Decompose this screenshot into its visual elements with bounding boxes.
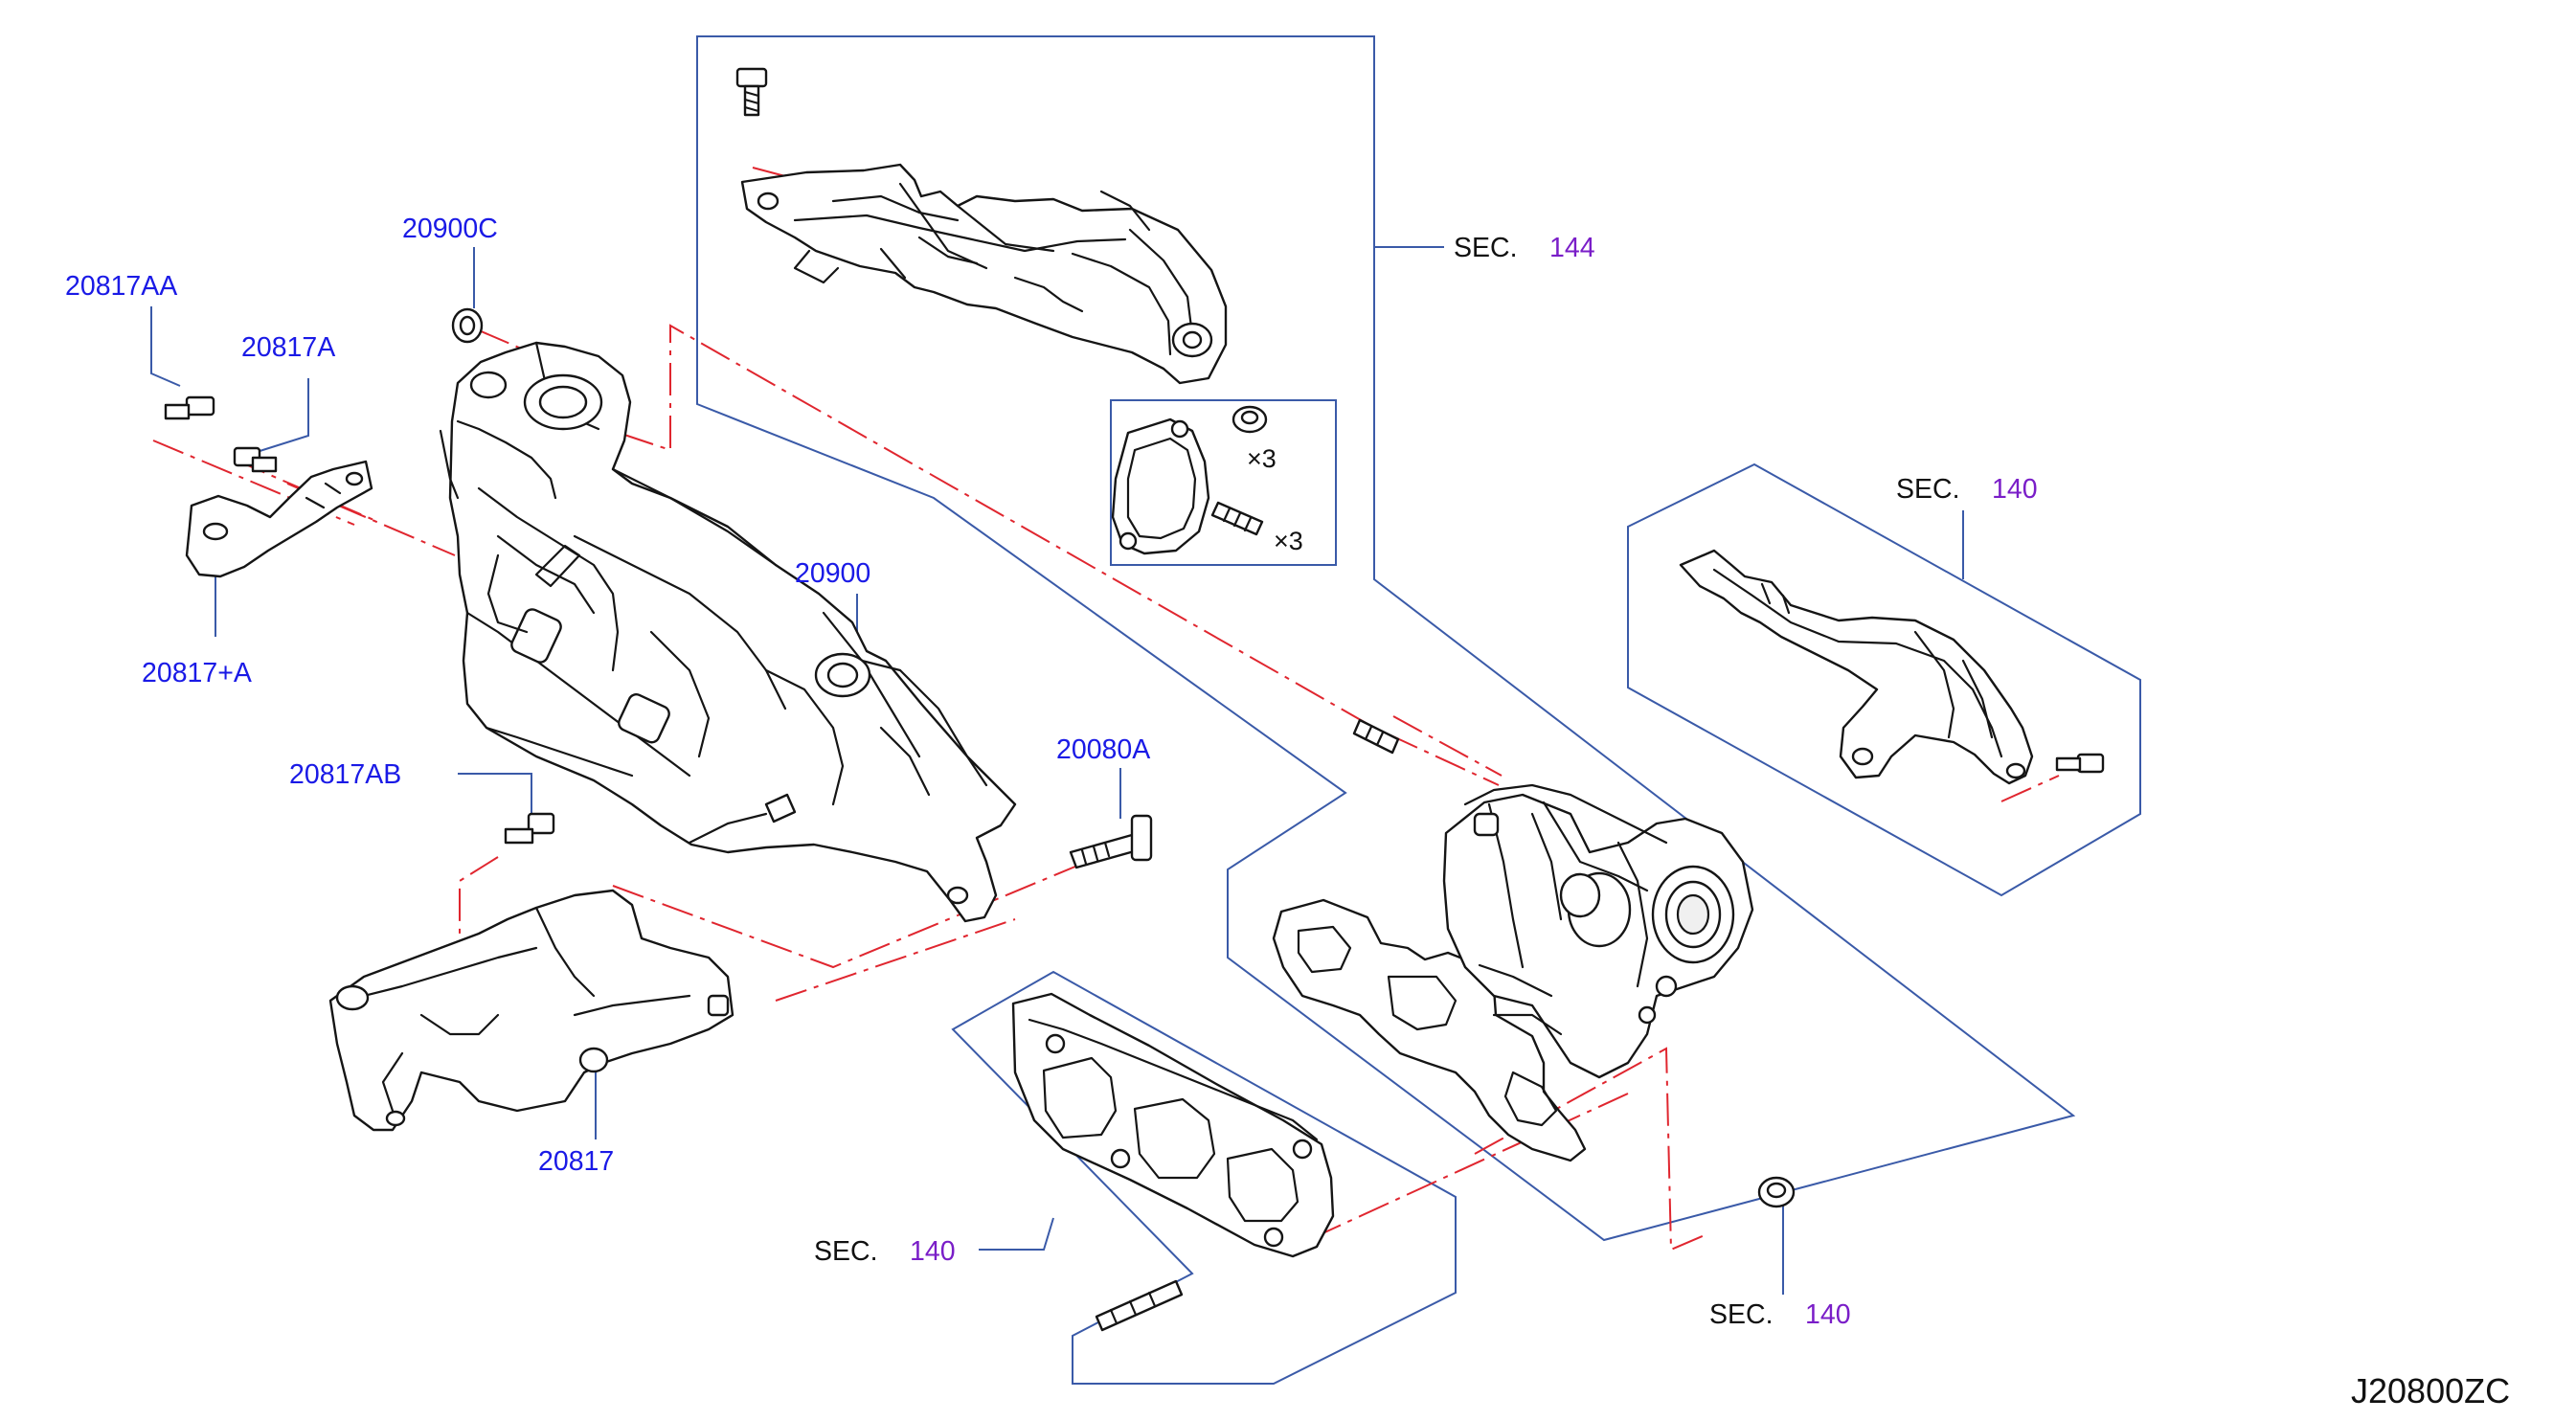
part-label-20817[interactable]: 20817 xyxy=(538,1146,614,1177)
bolt-20817aa xyxy=(164,395,215,420)
sec-140-nut-number[interactable]: 140 xyxy=(1805,1299,1851,1330)
sec-140-right-prefix: SEC. xyxy=(1896,474,1960,505)
bolt-20817a xyxy=(233,446,278,473)
part-label-20817aa[interactable]: 20817AA xyxy=(65,271,177,302)
right-insulator-bolt xyxy=(2055,753,2105,774)
part-label-20817a[interactable]: 20817A xyxy=(241,332,335,363)
lower-bracket xyxy=(328,889,734,1132)
exhaust-manifold-gasket xyxy=(1011,992,1335,1258)
sec-140-right-group-outline xyxy=(1627,462,2141,897)
leader-lines xyxy=(150,246,1964,1295)
stud-quantity-label: ×3 xyxy=(1274,527,1303,555)
sec-140-gasket-number[interactable]: 140 xyxy=(910,1236,956,1267)
right-heat-insulator xyxy=(1679,549,2034,785)
diagram-code: J20800ZC xyxy=(2351,1371,2510,1410)
sec-144-group-outline xyxy=(696,35,2076,1242)
stud-20080a xyxy=(1069,814,1153,869)
stud-icon xyxy=(1210,501,1264,536)
heat-insulator-bolt xyxy=(735,67,768,117)
catalytic-converter xyxy=(439,341,1017,923)
upper-heat-insulator xyxy=(740,163,1228,385)
bolt-20817ab xyxy=(504,812,555,845)
gasket-stud xyxy=(1095,1279,1184,1332)
part-label-20900[interactable]: 20900 xyxy=(795,558,870,589)
turbo-stud xyxy=(1352,718,1400,755)
sec-140-gasket-prefix: SEC. xyxy=(814,1236,878,1267)
nut-20900c xyxy=(451,307,484,344)
sec-140-nut-prefix: SEC. xyxy=(1709,1299,1774,1330)
nut-quantity-label: ×3 xyxy=(1247,444,1277,473)
part-label-20080a[interactable]: 20080A xyxy=(1056,734,1150,765)
part-label-20817ab[interactable]: 20817AB xyxy=(289,759,401,790)
upper-bracket xyxy=(185,460,373,578)
turbo-gasket xyxy=(1111,417,1210,555)
gasket-inset-box xyxy=(1110,399,1337,566)
turbocharger-manifold xyxy=(1272,783,1754,1162)
part-label-20900c[interactable]: 20900C xyxy=(402,214,498,244)
turbo-nut xyxy=(1757,1176,1796,1208)
sec-140-right-number[interactable]: 140 xyxy=(1992,474,2038,505)
part-label-20817-plus-a[interactable]: 20817+A xyxy=(142,658,252,688)
sec-144-prefix: SEC. xyxy=(1454,233,1518,263)
sec-144-number[interactable]: 144 xyxy=(1549,233,1595,263)
nut-icon xyxy=(1232,405,1268,434)
